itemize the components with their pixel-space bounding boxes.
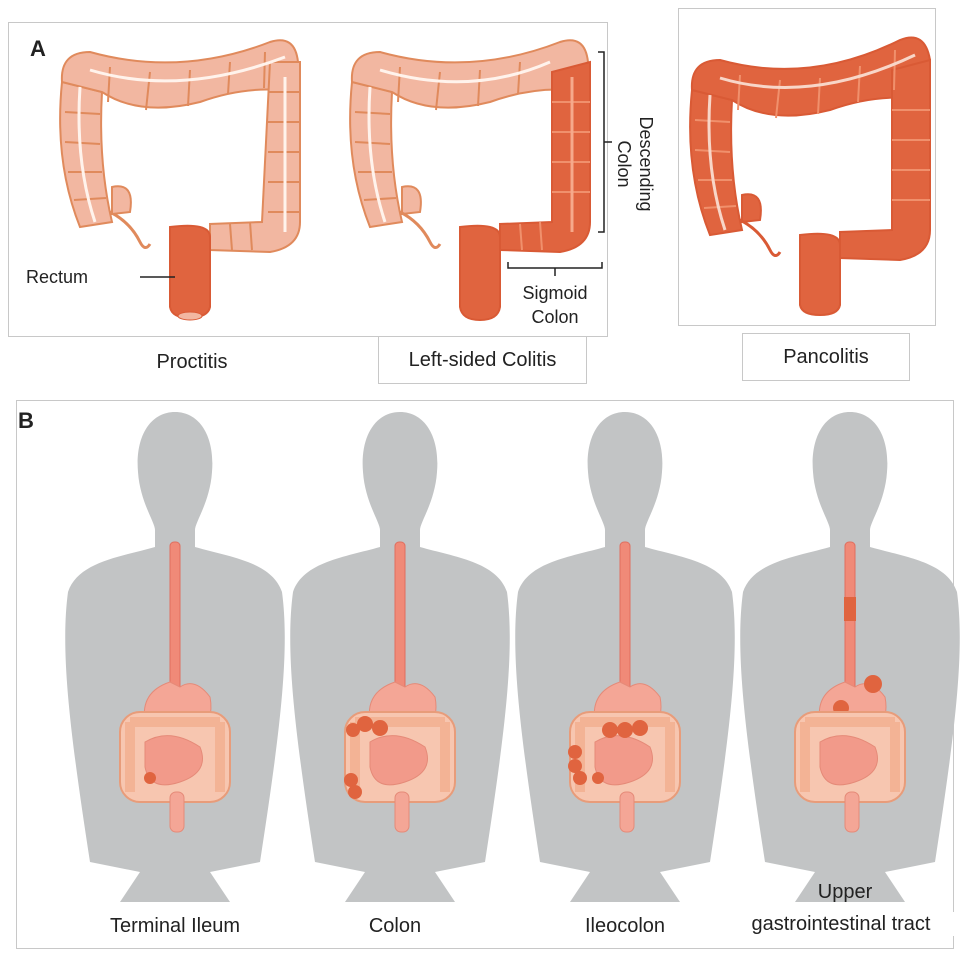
sigmoid-label-line1: Sigmoid <box>510 282 600 304</box>
esophagus-lesion <box>844 597 856 621</box>
caption-terminal-ileum: Terminal Ileum <box>80 914 270 938</box>
body-figure-upper-gi <box>735 412 960 902</box>
caption-upper-gi-line1: Upper <box>740 880 950 904</box>
sigmoid-label-line2: Colon <box>510 306 600 328</box>
caption-proctitis: Proctitis <box>102 350 282 374</box>
rectum-inflamed <box>170 226 210 318</box>
caption-colon: Colon <box>320 914 470 938</box>
proctitis-colon-illustration <box>50 22 310 322</box>
panel-a-letter: A <box>30 36 46 62</box>
body-figure-colon <box>285 412 515 902</box>
caption-upper-gi-line2: gastrointestinal tract <box>725 912 957 936</box>
left-sided-colon-illustration <box>340 22 600 322</box>
caption-pancolitis: Pancolitis <box>742 333 910 381</box>
sigmoid-colon-inflamed <box>460 226 500 320</box>
terminal-ileum-lesion <box>144 772 156 784</box>
body-figure-ileocolon <box>510 412 740 902</box>
descending-colon-label: Descending Colon <box>613 109 657 219</box>
caption-left-sided-colitis: Left-sided Colitis <box>378 336 587 384</box>
caption-ileocolon: Ileocolon <box>545 914 705 938</box>
body-figure-terminal-ileum <box>60 412 290 902</box>
rectum-label: Rectum <box>26 266 88 288</box>
panel-b-letter: B <box>18 408 34 434</box>
pancolitis-colon-illustration <box>680 10 940 310</box>
